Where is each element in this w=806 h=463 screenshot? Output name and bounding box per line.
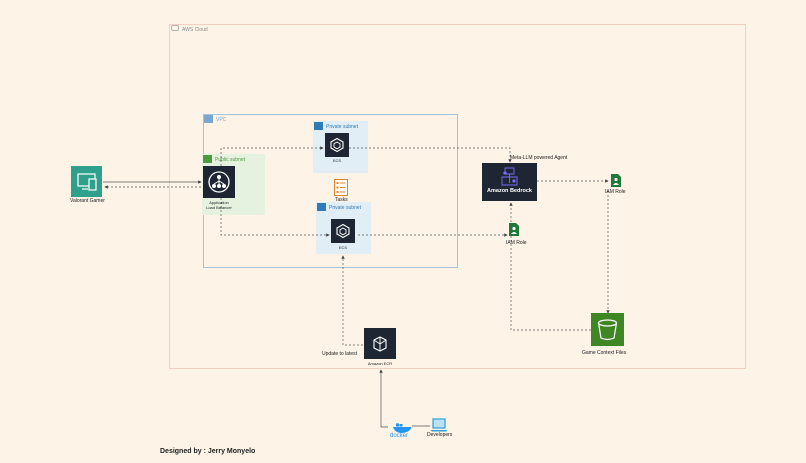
ecs-icon [331, 219, 355, 243]
laptop-icon [430, 418, 448, 432]
bedrock-label: Amazon Bedrock [487, 188, 532, 194]
designer-credit: Designed by : Jerry Monyelo [160, 448, 256, 455]
ecr-icon [364, 328, 396, 359]
gamer-device-icon [71, 166, 102, 197]
aws-cloud-group [169, 24, 746, 369]
public-subnet-lock-icon [203, 155, 212, 163]
ecs-icon [325, 133, 349, 157]
s3-bucket-icon [591, 313, 624, 346]
private-subnet-lock-icon [317, 203, 326, 211]
alb-label: Application Load Balancer [199, 200, 239, 210]
alb-label-line2: Load Balancer [206, 205, 232, 210]
ecs-label-2: ECS [338, 245, 348, 250]
docker-whale-icon [392, 421, 412, 433]
gamer-label: Valorant Gamer [70, 198, 105, 204]
private-subnet-label-2: Private subnet [329, 205, 361, 211]
link-docker-to-ecr [379, 369, 388, 428]
link-alb-to-ecs2 [220, 198, 330, 237]
link-alb-to-ecs1 [220, 146, 324, 166]
private-subnet-lock-icon [314, 122, 323, 130]
vpc-icon [204, 115, 213, 123]
iam-role-label-2: IAM Role [506, 240, 527, 246]
bedrock-icon [482, 163, 537, 201]
link-ecr-to-ecs2 [341, 255, 363, 346]
bedrock-agent-label: Meta-LLM powered Agent [510, 155, 568, 161]
ecs-label-1: ECS [332, 158, 342, 163]
update-label: Update to latest [322, 351, 358, 357]
developers-label: Developers [427, 432, 453, 438]
ecr-label: Amazon ECR [367, 361, 393, 366]
aws-cloud-label: AWS Cloud [182, 27, 208, 33]
link-ecs1-to-bedrock [349, 147, 512, 163]
iam-role-icon [509, 223, 519, 236]
cloud-icon [171, 25, 179, 31]
link-s3-to-bedrock [509, 202, 591, 331]
iam-role-label-1: IAM Role [605, 189, 626, 195]
tasks-label: Tasks [335, 197, 348, 203]
alb-label-line1: Application [209, 200, 229, 205]
vpc-label: VPC [216, 117, 227, 123]
iam-role-icon [611, 174, 621, 187]
public-subnet-label: Public subnet [215, 157, 246, 163]
tasks-icon [334, 179, 348, 196]
load-balancer-icon [203, 166, 235, 198]
docker-label: docker [390, 433, 409, 439]
s3-label: Game Context Files [582, 350, 627, 356]
private-subnet-label-1: Private subnet [326, 124, 358, 130]
